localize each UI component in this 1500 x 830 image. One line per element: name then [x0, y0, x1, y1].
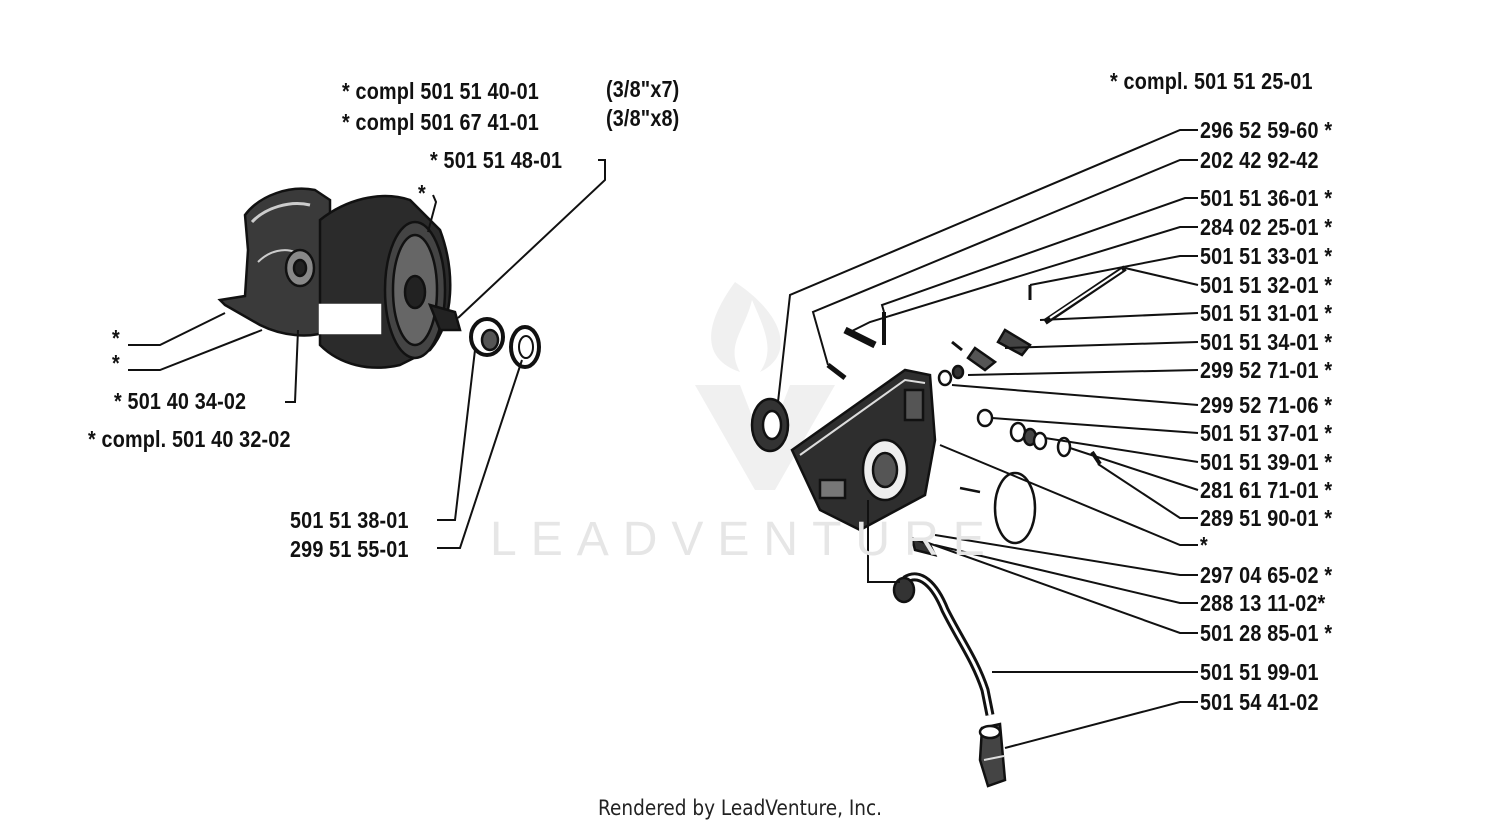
label-501-54-41-02: 501 54 41-02	[1200, 689, 1319, 715]
label-star-1: *	[112, 325, 120, 351]
label-299-52-71-06: 299 52 71-06 *	[1200, 392, 1333, 418]
label-288-13-11-02: 288 13 11-02*	[1200, 590, 1326, 616]
label-501-51-99-01: 501 51 99-01	[1200, 659, 1319, 685]
label-compl-size-3-8x8: (3/8"x8)	[606, 105, 680, 131]
label-star-top: *	[418, 180, 426, 206]
label-compl-501-51-40-01: * compl 501 51 40-01	[342, 78, 539, 104]
label-compl-501-67-41-01: * compl 501 67 41-01	[342, 109, 539, 135]
label-296-52-59-60: 296 52 59-60 *	[1200, 117, 1333, 143]
label-501-51-38-01: 501 51 38-01	[290, 507, 409, 533]
left-leader-lines	[128, 159, 606, 549]
label-297-04-65-02: 297 04 65-02 *	[1200, 562, 1333, 588]
footer-credit: Rendered by LeadVenture, Inc.	[598, 796, 883, 820]
label-501-51-32-01: 501 51 32-01 *	[1200, 272, 1333, 298]
oil-pump-illustration	[750, 265, 1127, 788]
right-leader-lines	[777, 129, 1199, 749]
label-281-61-71-01: 281 61 71-01 *	[1200, 477, 1333, 503]
label-compl-501-51-25-01: * compl. 501 51 25-01	[1110, 68, 1313, 94]
clutch-drum-illustration	[217, 187, 541, 369]
label-202-42-92-42: 202 42 92-42	[1200, 147, 1319, 173]
label-501-51-33-01: 501 51 33-01 *	[1200, 243, 1333, 269]
label-299-51-55-01: 299 51 55-01	[290, 536, 409, 562]
label-299-52-71-01: 299 52 71-01 *	[1200, 357, 1333, 383]
label-star-2: *	[112, 350, 120, 376]
label-star-unnumbered: *	[1200, 532, 1208, 558]
label-compl-size-3-8x7: (3/8"x7)	[606, 76, 680, 102]
label-501-51-37-01: 501 51 37-01 *	[1200, 420, 1333, 446]
label-501-51-34-01: 501 51 34-01 *	[1200, 329, 1333, 355]
watermark-logo-icon	[695, 282, 835, 490]
label-501-51-31-01: 501 51 31-01 *	[1200, 300, 1333, 326]
label-compl-501-40-32-02: * compl. 501 40 32-02	[88, 426, 291, 452]
label-284-02-25-01: 284 02 25-01 *	[1200, 214, 1333, 240]
label-501-40-34-02: * 501 40 34-02	[114, 388, 247, 414]
watermark-text: LEADVENTURE	[490, 513, 999, 566]
label-501-51-48-01: * 501 51 48-01	[430, 147, 563, 173]
label-501-28-85-01: 501 28 85-01 *	[1200, 620, 1333, 646]
label-289-51-90-01: 289 51 90-01 *	[1200, 505, 1333, 531]
label-501-51-39-01: 501 51 39-01 *	[1200, 449, 1333, 475]
label-501-51-36-01: 501 51 36-01 *	[1200, 185, 1333, 211]
